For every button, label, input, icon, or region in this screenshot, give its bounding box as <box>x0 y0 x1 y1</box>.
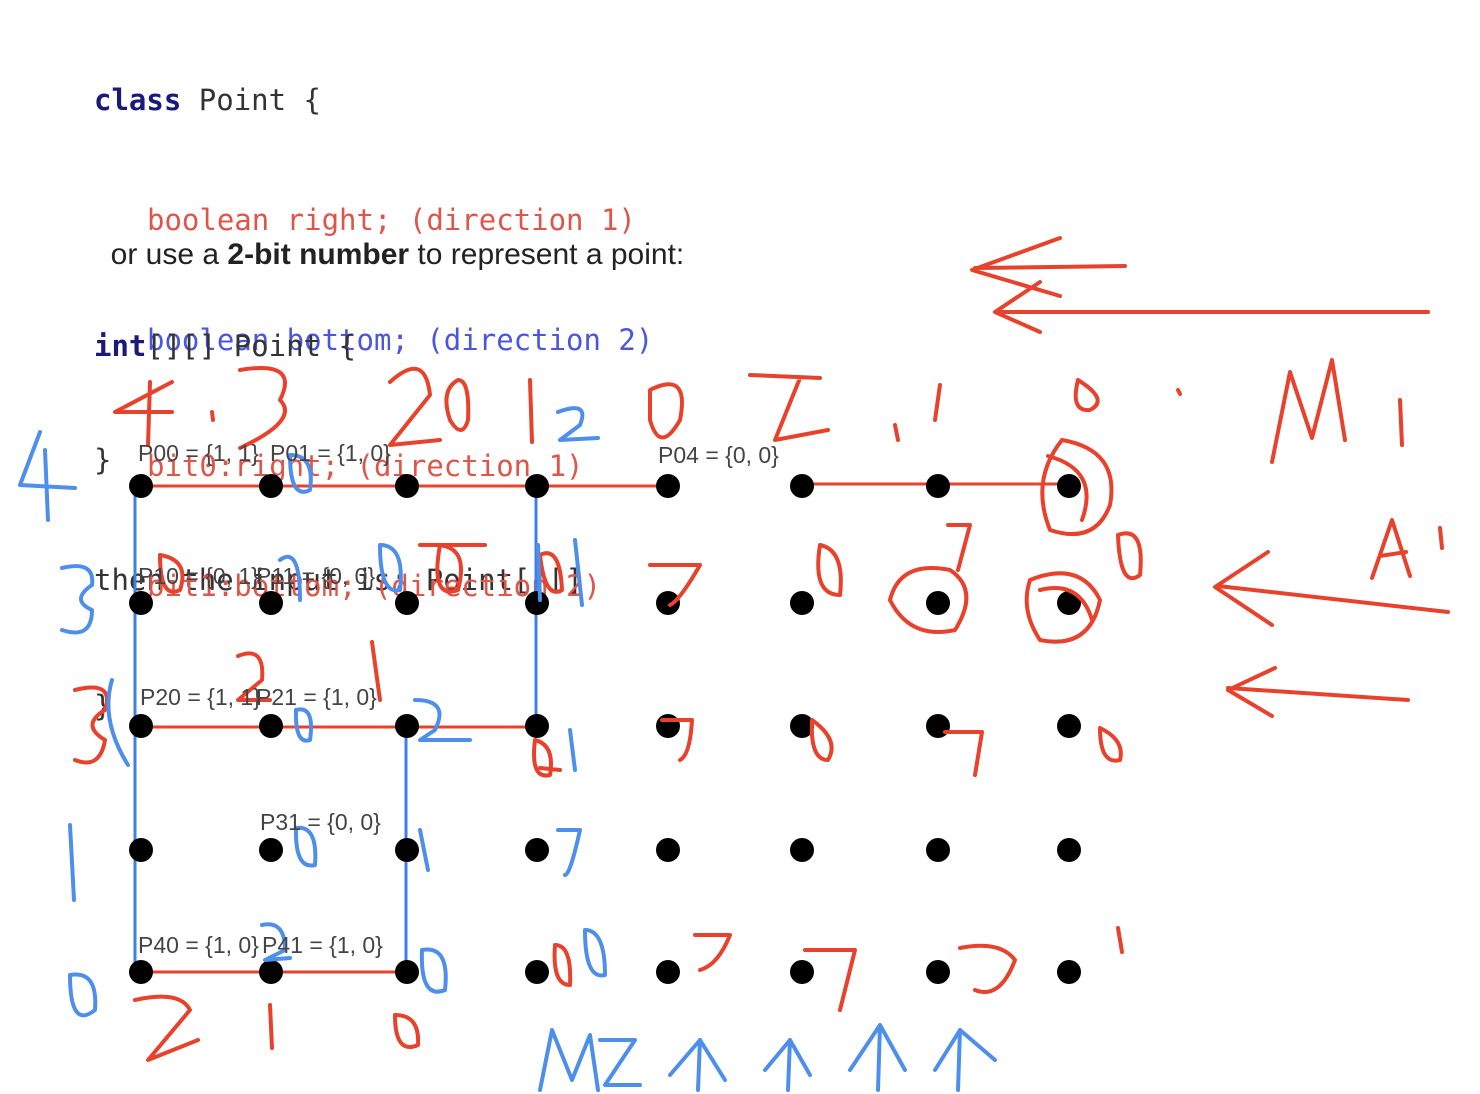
code-line-bit0: bit0:right; (direction 1) <box>147 449 584 483</box>
prose-line: or use a 2-bit number to represent a poi… <box>94 204 685 272</box>
grid-point-1-2 <box>395 591 419 615</box>
label-a1 <box>1370 518 1444 580</box>
grid-point-4-0 <box>129 960 153 984</box>
ink-0 <box>68 972 98 1018</box>
grid-point-0-6 <box>926 474 950 498</box>
label-p31: P31 = {0, 0} <box>260 809 381 835</box>
grid-point-1-3 <box>525 591 549 615</box>
grid-point-3-7 <box>1057 838 1081 862</box>
grid-point-4-3 <box>525 960 549 984</box>
grid-point-2-2 <box>395 714 419 738</box>
grid-point-3-5 <box>790 838 814 862</box>
grid-point-1-0 <box>129 591 153 615</box>
keyword-int: int <box>94 329 147 363</box>
grid-point-0-3 <box>525 474 549 498</box>
grid-point-2-4 <box>656 714 680 738</box>
grid-point-2-1 <box>259 714 283 738</box>
grid-point-1-1 <box>259 591 283 615</box>
grid-point-2-6 <box>926 714 950 738</box>
ink-row1 <box>158 523 1143 644</box>
label-m1 <box>1270 358 1404 464</box>
code-line-right: boolean right; (direction 1) <box>147 203 636 237</box>
ink-row2-blue <box>293 698 577 772</box>
arrow-mid <box>1213 550 1450 627</box>
grid-point-1-5 <box>790 591 814 615</box>
code-line-bottom: boolean bottom; (direction 2) <box>147 323 654 357</box>
int-point-code: int[][] Point { bit0:right; (direction 1… <box>94 246 601 766</box>
ink-sub2 <box>556 406 600 442</box>
grid-point-3-4 <box>656 838 680 862</box>
grid-point-3-3 <box>525 838 549 862</box>
grid-point-0-4 <box>656 474 680 498</box>
prose-before: or use a <box>110 238 228 271</box>
arrow-low <box>1226 666 1410 718</box>
grid-point-3-2 <box>395 838 419 862</box>
grid-point-4-7 <box>1057 960 1081 984</box>
class-point-code: class Point { boolean right; (direction … <box>94 0 653 640</box>
ink-arrows-up <box>668 1023 997 1092</box>
grid-point-0-0 <box>129 474 153 498</box>
grid-point-4-1 <box>259 960 283 984</box>
ink-bottom-row <box>133 994 421 1062</box>
grid-point-0-5 <box>790 474 814 498</box>
grid-point-2-7 <box>1057 714 1081 738</box>
grid-point-0-7 <box>1057 474 1081 498</box>
ink-bracket <box>106 678 130 767</box>
ink-row1-blue <box>278 538 584 607</box>
grid-point-2-3 <box>525 714 549 738</box>
grid-point-3-6 <box>926 838 950 862</box>
ink-m2 <box>538 1028 642 1092</box>
arrow-top <box>970 236 1430 334</box>
ink-circles-top-right <box>1040 438 1114 537</box>
code-class-rest: Point { <box>181 83 321 117</box>
grid-point-4-2 <box>395 960 419 984</box>
label-p20: P20 = {1, 1} <box>140 684 261 710</box>
grid-point-4-5 <box>790 960 814 984</box>
handwriting-red <box>73 236 1450 1062</box>
grid-point-3-1 <box>259 838 283 862</box>
grid-point-2-0 <box>129 714 153 738</box>
ink-row2 <box>236 640 1123 778</box>
grid-point-0-2 <box>395 474 419 498</box>
code-int-rest: [][] Point { <box>146 329 356 363</box>
grid-point-4-6 <box>926 960 950 984</box>
handwriting-blue <box>18 406 997 1092</box>
keyword-class: class <box>94 83 182 117</box>
code-line-close: } <box>94 443 112 477</box>
ink-3 <box>60 564 95 635</box>
ink-row4-blue <box>260 922 607 994</box>
prose-bold: 2-bit number <box>227 238 410 271</box>
label-p00: P00 = {1, 1} <box>138 440 259 466</box>
grid-point-4-4 <box>656 960 680 984</box>
ink-circle-p01 <box>288 453 313 494</box>
prose-after: to represent a point: <box>409 238 685 271</box>
ink-left-numbers-red <box>73 685 109 765</box>
ink-1 <box>68 823 76 902</box>
ink-row3-blue <box>293 825 582 877</box>
label-p10: P10 = {0, 1} <box>138 563 259 589</box>
label-p21: P21 = {1, 0} <box>256 684 377 710</box>
code-line-int: int[][] Point { <box>94 326 601 366</box>
label-p01: P01 = {1, 0} <box>270 440 391 466</box>
grid-point-1-4 <box>656 591 680 615</box>
ink-row-top <box>113 366 1182 450</box>
grid-point-2-5 <box>790 714 814 738</box>
grid-point-3-0 <box>129 838 153 862</box>
ink-row4 <box>552 926 1124 1012</box>
code-line-class: class Point { <box>94 80 653 120</box>
grid-point-1-6 <box>926 591 950 615</box>
label-p40: P40 = {1, 0} <box>138 932 259 958</box>
grid-point-1-7 <box>1057 591 1081 615</box>
label-p04: P04 = {0, 0} <box>658 442 779 468</box>
ink-4 <box>18 430 77 522</box>
grid-dots <box>129 474 1081 984</box>
grid-point-0-1 <box>259 474 283 498</box>
label-p41: P41 = {1, 0} <box>262 932 383 958</box>
label-p11: P11 = {0, 0} <box>256 563 376 589</box>
